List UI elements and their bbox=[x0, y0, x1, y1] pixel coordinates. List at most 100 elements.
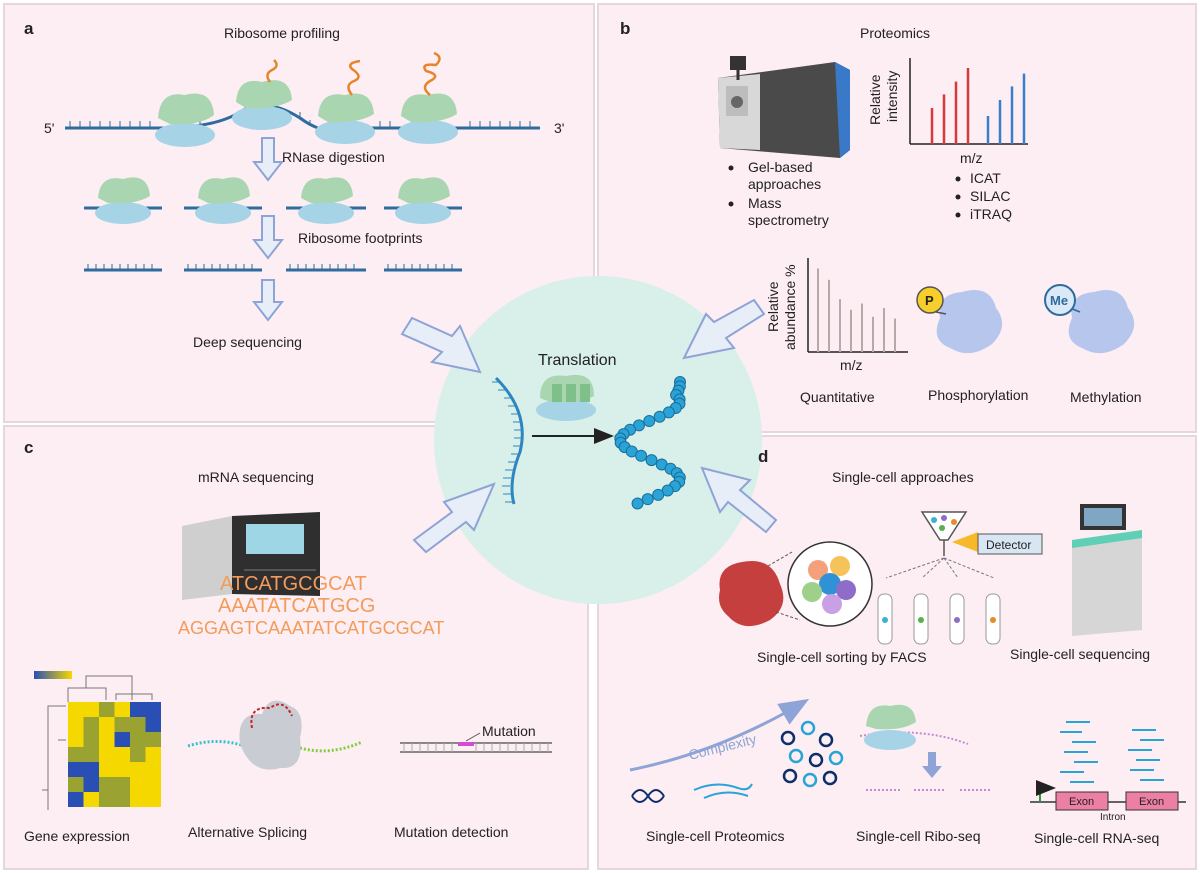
amino-acid-bead bbox=[652, 488, 665, 501]
protein-chain bbox=[614, 376, 686, 510]
heatmap-cell bbox=[114, 732, 130, 747]
down-arrow-3 bbox=[251, 279, 285, 322]
heatmap-cell bbox=[68, 717, 84, 732]
heatmap-cell bbox=[145, 777, 161, 792]
heatmap-cell bbox=[145, 762, 161, 777]
caption-sc-rnaseq: Single-cell RNA-seq bbox=[1034, 830, 1159, 846]
bullet-dot bbox=[728, 201, 734, 207]
center-mrna bbox=[494, 376, 524, 505]
translation-title: Translation bbox=[538, 352, 617, 369]
heatmap-cell bbox=[99, 777, 115, 792]
splicing-icon bbox=[187, 700, 363, 770]
heatmap-cell bbox=[83, 792, 99, 807]
detector-label: Detector bbox=[986, 538, 1031, 552]
bullet-gel-1: Gel-based bbox=[748, 159, 813, 175]
inward-arrow-from-b bbox=[682, 298, 766, 360]
panel-d: d Single-cell approaches Detector bbox=[629, 447, 1186, 846]
bullet-ms-1: Mass bbox=[748, 195, 781, 211]
bullet-dot bbox=[955, 176, 961, 182]
abundance-xlabel: m/z bbox=[840, 357, 863, 373]
down-arrow-2 bbox=[251, 215, 285, 260]
bullet-dot bbox=[955, 194, 961, 200]
bare-fragment-ticks bbox=[87, 264, 453, 269]
caption-sc-riboseq: Single-cell Ribo-seq bbox=[856, 828, 981, 844]
heatmap-cell bbox=[114, 717, 130, 732]
caption-gene-expression: Gene expression bbox=[24, 828, 130, 844]
spectrum-chart: Relative intensity m/z bbox=[867, 58, 1028, 166]
caption-phosphorylation: Phosphorylation bbox=[928, 387, 1028, 403]
facs-icon: Detector bbox=[877, 511, 1043, 645]
seq-read-1: ATCATGCGCAT bbox=[220, 573, 367, 595]
heatmap-cell bbox=[99, 702, 115, 717]
amino-acid-bead bbox=[635, 449, 648, 462]
heatmap-cell bbox=[114, 702, 130, 717]
panel-a-letter: a bbox=[24, 19, 34, 38]
heatmap-cell bbox=[99, 747, 115, 762]
ribosome-4 bbox=[398, 51, 458, 144]
step-rnase-label: RNase digestion bbox=[282, 149, 385, 165]
bullet-dot bbox=[728, 165, 734, 171]
heatmap-cell bbox=[99, 762, 115, 777]
heatmap-cell bbox=[68, 702, 84, 717]
complexity-arrow bbox=[629, 698, 810, 772]
amino-acid-bead bbox=[653, 410, 666, 423]
exon-2-box bbox=[1125, 791, 1179, 811]
panel-c: c mRNA sequencing ATCATGCGCAT AAATATCATG… bbox=[24, 438, 552, 844]
phospho-badge-text: P bbox=[925, 293, 934, 308]
heatmap-cell bbox=[145, 792, 161, 807]
panel-c-letter: c bbox=[24, 438, 33, 457]
heatmap-cell bbox=[114, 792, 130, 807]
heatmap-cell bbox=[68, 777, 84, 792]
five-prime-label: 5' bbox=[44, 120, 54, 136]
heatmap-cell bbox=[145, 702, 161, 717]
panel-d-letter: d bbox=[758, 447, 768, 466]
seq-read-2: AAATATCATGCG bbox=[218, 595, 375, 617]
mutation-site bbox=[458, 742, 474, 746]
spectrum-xlabel: m/z bbox=[960, 150, 983, 166]
heatmap-cell bbox=[130, 702, 146, 717]
heatmap-cell bbox=[83, 747, 99, 762]
panel-b: b Proteomics Relative intensity m/z Gel-… bbox=[620, 19, 1142, 405]
center-ribosome bbox=[536, 374, 596, 421]
heatmap-cell bbox=[99, 732, 115, 747]
single-cell-sequencer-icon bbox=[1072, 504, 1142, 636]
phospho-protein-icon: P bbox=[916, 286, 1003, 354]
amino-acid-bead bbox=[631, 497, 644, 510]
caption-mutation-detection: Mutation detection bbox=[394, 824, 508, 840]
heatmap-cell bbox=[114, 747, 130, 762]
mutation-icon: Mutation bbox=[400, 723, 552, 753]
tissue-icon bbox=[719, 541, 873, 627]
exon-1-box bbox=[1055, 791, 1109, 811]
heatmap-cell bbox=[130, 717, 146, 732]
translation-center: Translation bbox=[492, 352, 686, 510]
heatmap-cell bbox=[83, 762, 99, 777]
heatmap-cell bbox=[130, 747, 146, 762]
heatmap-cell bbox=[83, 702, 99, 717]
phospho-badge bbox=[916, 286, 944, 314]
heatmap-colorbar bbox=[34, 671, 72, 679]
heatmap-cell bbox=[145, 747, 161, 762]
methyl-protein-icon: Me bbox=[1044, 284, 1135, 354]
methyl-badge bbox=[1044, 284, 1076, 316]
dna-icon bbox=[631, 789, 665, 803]
panel-c-title: mRNA sequencing bbox=[198, 469, 314, 485]
heatmap-cell bbox=[68, 732, 84, 747]
caption-alt-splicing: Alternative Splicing bbox=[188, 824, 307, 840]
rna-icon bbox=[693, 783, 753, 799]
heatmap-cell bbox=[99, 717, 115, 732]
inward-arrow-from-c bbox=[412, 482, 496, 554]
seq-read-3: AGGAGTCAAATATCATGCGCAT bbox=[178, 618, 444, 638]
panel-d-title: Single-cell approaches bbox=[832, 469, 974, 485]
sequencer-icon bbox=[182, 512, 320, 600]
heatmap-cell bbox=[68, 762, 84, 777]
methyl-badge-text: Me bbox=[1050, 293, 1068, 308]
mass-spectrometer-icon bbox=[718, 56, 850, 158]
gene-expression-heatmap bbox=[34, 671, 161, 810]
ribosome-3 bbox=[315, 59, 375, 144]
abundance-ylabel-1: Relative bbox=[765, 281, 781, 332]
detector-box bbox=[977, 533, 1043, 555]
protein-cluster-icon bbox=[780, 720, 844, 788]
heatmap-cell bbox=[99, 792, 115, 807]
abundance-ylabel-2: abundance % bbox=[782, 264, 798, 350]
